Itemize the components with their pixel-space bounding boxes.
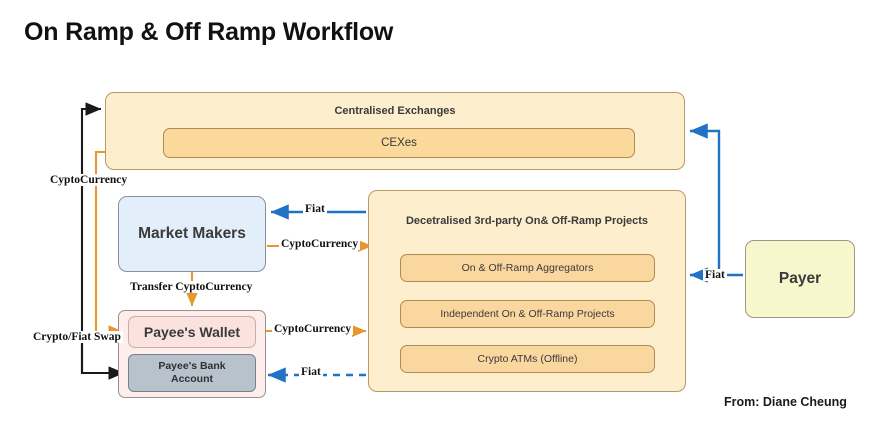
edge-label-crypto-fiat-swap: Crypto/Fiat Swap	[31, 331, 123, 343]
bank-line-2: Account	[170, 373, 213, 385]
payer-node[interactable]: Payer	[745, 240, 855, 318]
edge-payer-to-cex	[689, 123, 721, 275]
bank-line-1: Payee's Bank	[158, 359, 226, 372]
edge-label-fiat-payer: Fiat	[703, 269, 727, 281]
decentralised-projects-title: Decetralised 3rd-party On& Off-Ramp Proj…	[405, 215, 649, 227]
payees-bank-account-node[interactable]: Payee's Bank Account	[128, 354, 256, 392]
cexes-item[interactable]: CEXes	[163, 128, 635, 158]
edge-label-fiat-bank-account: Fiat	[299, 366, 323, 378]
market-makers-node[interactable]: Market Makers	[118, 196, 266, 272]
edge-label-crypto-currency-market-makers: CyptoCurrency	[279, 238, 361, 250]
author-credit: From: Diane Cheung	[724, 395, 847, 409]
payees-wallet-node[interactable]: Payee's Wallet	[128, 316, 256, 348]
crypto-atms-offline-item[interactable]: Crypto ATMs (Offline)	[400, 345, 655, 373]
edge-label-transfer-crypto-currency: Transfer CyptoCurrency	[128, 281, 255, 293]
on-off-ramp-aggregators-item[interactable]: On & Off-Ramp Aggregators	[400, 254, 655, 282]
centralised-exchanges-title: Centralised Exchanges	[334, 105, 456, 117]
edge-label-crypto-currency-wallet: CyptoCurrency	[272, 323, 354, 335]
independent-on-off-ramp-projects-item[interactable]: Independent On & Off-Ramp Projects	[400, 300, 655, 328]
page-title: On Ramp & Off Ramp Workflow	[24, 18, 394, 46]
edge-label-fiat-market-makers: Fiat	[303, 203, 327, 215]
edge-label-crypto-currency-left: CyptoCurrency	[48, 174, 130, 186]
